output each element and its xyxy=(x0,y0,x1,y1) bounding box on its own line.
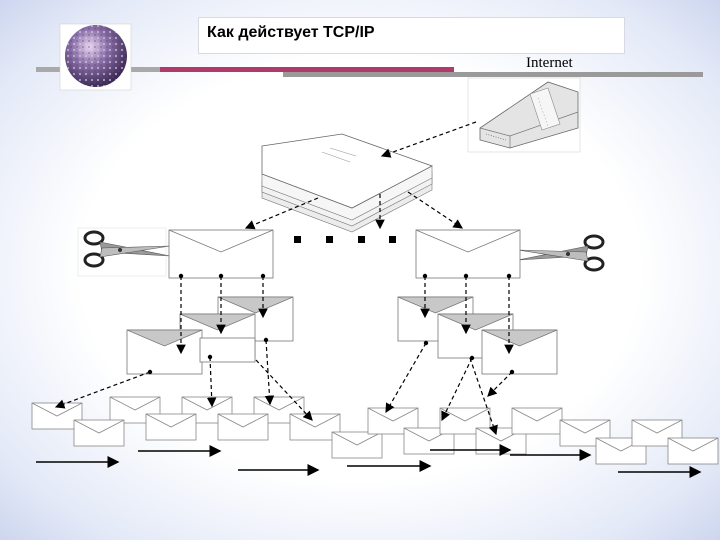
router-icon xyxy=(467,77,581,153)
slide-title: Как действует TCP/IP xyxy=(207,24,375,41)
envelope-gray xyxy=(481,329,558,375)
envelope-gray xyxy=(126,329,203,375)
globe-icon xyxy=(59,23,132,91)
envelope-big-left xyxy=(168,229,274,279)
connection-dots xyxy=(147,273,515,375)
title-box: Как действует TCP/IP xyxy=(198,17,625,54)
flow-arrows xyxy=(54,121,514,436)
internet-label: Internet xyxy=(526,55,573,71)
transmission-arrows xyxy=(36,444,702,478)
document-stack-icon xyxy=(261,133,433,233)
envelope-big-right xyxy=(415,229,521,279)
small-envelopes xyxy=(31,396,719,465)
dots-separator xyxy=(294,236,396,243)
scissors-icon-left xyxy=(83,230,172,268)
accent-bar-gray-right xyxy=(283,72,703,77)
scissors-icon-right xyxy=(516,234,605,272)
accent-bar-pink xyxy=(160,67,454,72)
